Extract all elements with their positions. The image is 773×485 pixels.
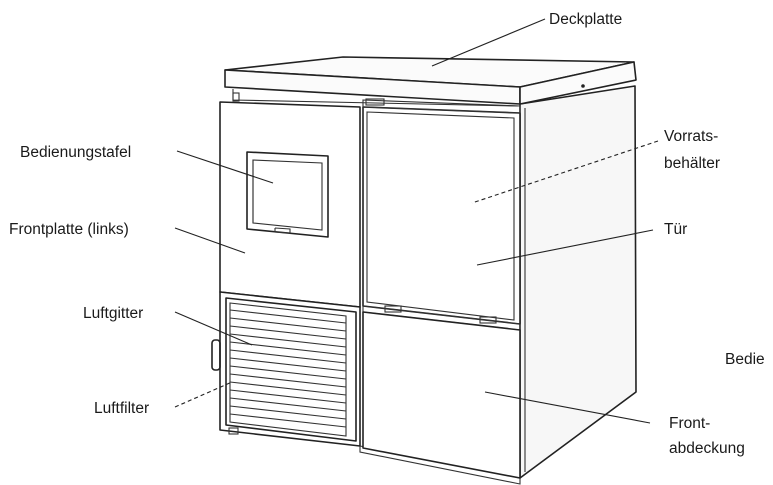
label-bedienungstafel: Bedienungstafel bbox=[20, 144, 131, 161]
label-deckplatte: Deckplatte bbox=[549, 11, 622, 28]
label-luftfilter: Luftfilter bbox=[94, 400, 149, 417]
appliance-cabinet bbox=[211, 56, 637, 485]
label-vorratsbehaelter-line2: behälter bbox=[664, 155, 720, 172]
label-vorratsbehaelter-line1: Vorrats- bbox=[664, 128, 718, 145]
labels: Deckplatte Bedienungstafel Vorrats- behä… bbox=[9, 11, 765, 457]
label-tuer: Tür bbox=[664, 221, 687, 238]
label-luftgitter: Luftgitter bbox=[83, 305, 143, 322]
label-bedie-truncated: Bedie bbox=[725, 351, 765, 368]
label-frontabdeckung-line1: Front- bbox=[669, 415, 710, 432]
side-panel bbox=[519, 85, 637, 479]
front-cover bbox=[362, 311, 521, 479]
label-frontabdeckung-line2: abdeckung bbox=[669, 440, 745, 457]
front-panel-left bbox=[219, 101, 361, 308]
air-grille-slats bbox=[229, 309, 347, 428]
label-frontplatte-links: Frontplatte (links) bbox=[9, 221, 129, 238]
control-panel bbox=[246, 151, 329, 238]
filter-latch bbox=[211, 339, 221, 371]
leader-lines bbox=[174, 18, 659, 424]
door bbox=[362, 98, 521, 325]
